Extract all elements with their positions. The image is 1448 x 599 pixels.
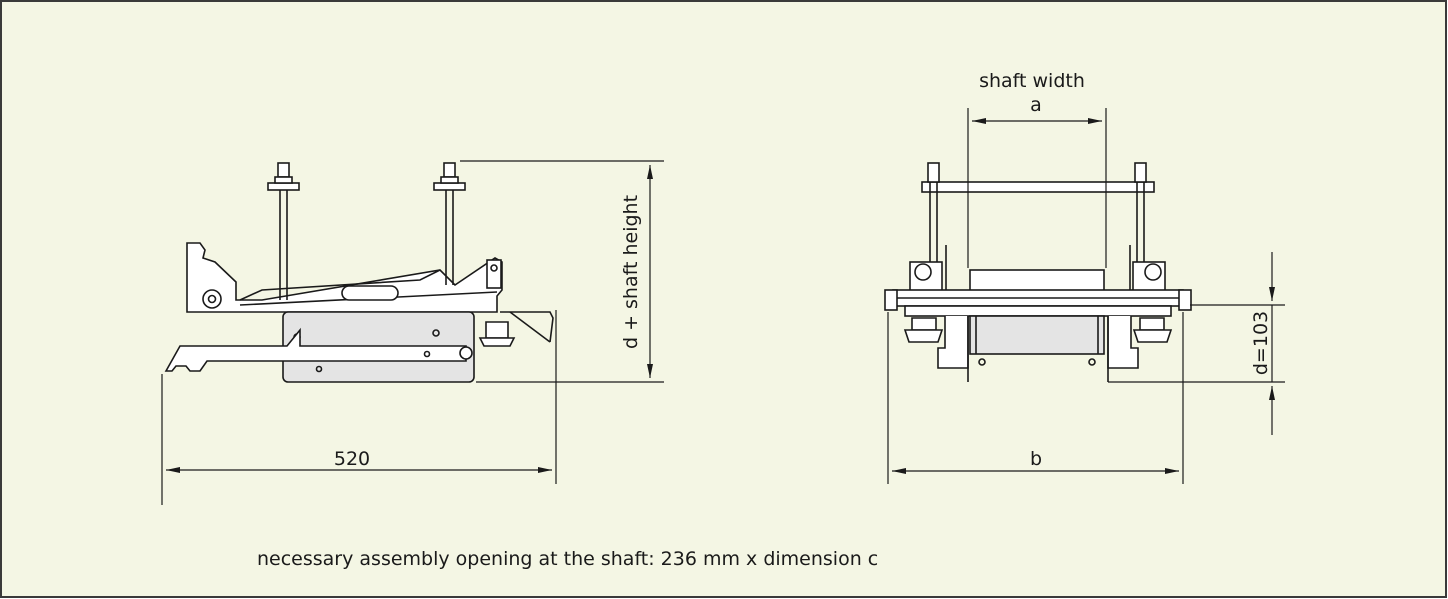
hinge-pin bbox=[202, 289, 222, 309]
side-slot bbox=[341, 285, 399, 301]
front-dimensions bbox=[887, 108, 1285, 484]
side-arm bbox=[164, 327, 467, 372]
front-housing bbox=[969, 315, 1105, 355]
side-view bbox=[164, 162, 554, 383]
side-dimensions bbox=[161, 160, 664, 505]
dim-height-label: d + shaft height bbox=[620, 195, 642, 349]
dim-d-label: d=103 bbox=[1250, 311, 1272, 375]
shaft-width-label: shaft width bbox=[979, 70, 1085, 92]
front-view bbox=[884, 162, 1192, 382]
dim-b-label: b bbox=[1030, 448, 1042, 470]
assembly-opening-note: necessary assembly opening at the shaft:… bbox=[257, 548, 878, 570]
dim-length-label: 520 bbox=[334, 448, 370, 470]
side-knob bbox=[485, 321, 509, 339]
dim-a-label: a bbox=[1030, 94, 1042, 116]
front-crossbar bbox=[921, 181, 1155, 193]
